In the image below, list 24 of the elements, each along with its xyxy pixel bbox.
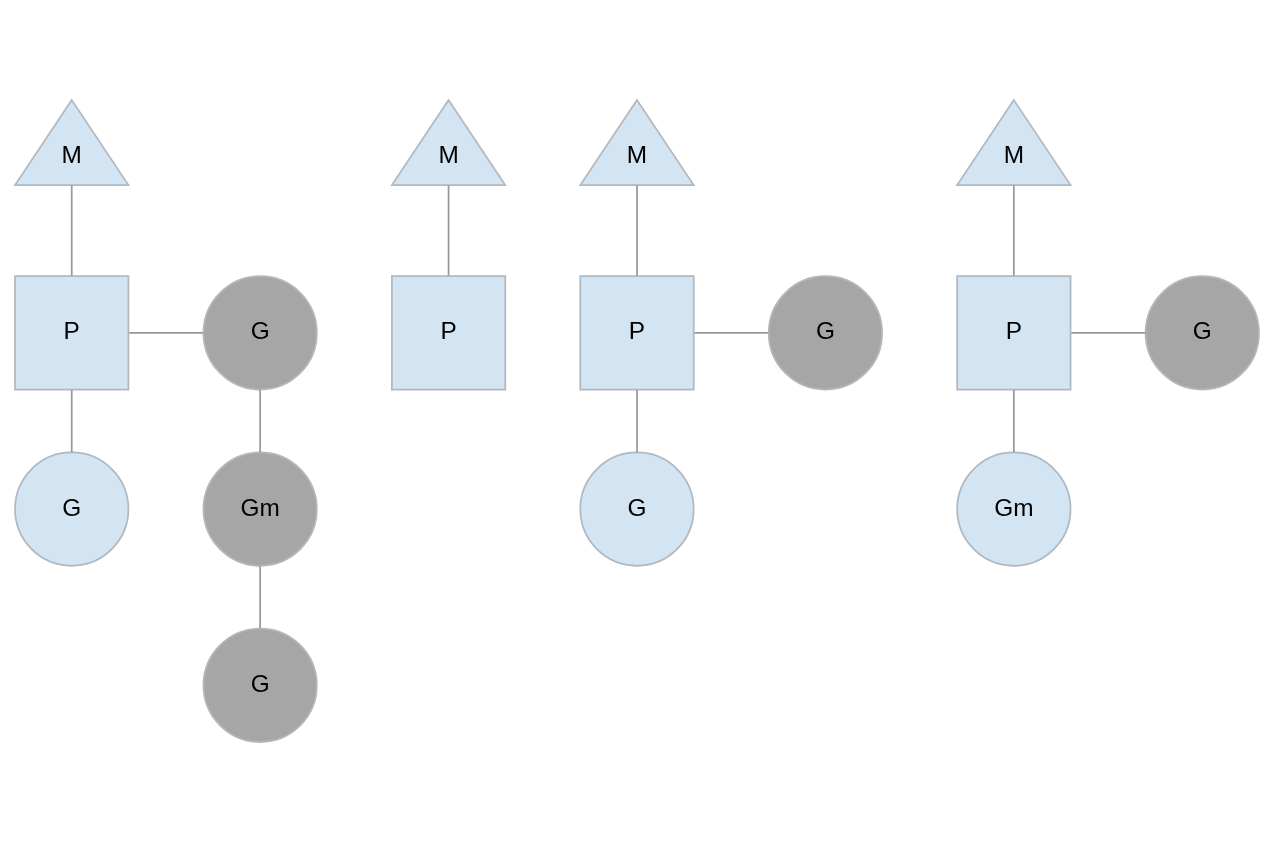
- connector: [1013, 184, 1015, 277]
- node-box: P: [579, 275, 695, 391]
- node-circle: Gm: [202, 451, 318, 567]
- connector: [1013, 388, 1015, 454]
- node-box: P: [14, 275, 130, 391]
- node-circle: G: [1144, 275, 1260, 391]
- node-circle: G: [767, 275, 883, 391]
- connector: [1070, 332, 1147, 334]
- connector: [259, 565, 261, 630]
- connector: [447, 184, 450, 277]
- connector: [636, 388, 638, 454]
- node-circle: G: [14, 451, 130, 567]
- connector: [70, 388, 73, 454]
- connector: [70, 184, 73, 277]
- connector: [636, 184, 638, 277]
- connector: [128, 332, 205, 334]
- node-circle: G: [202, 627, 318, 743]
- node-box: P: [391, 275, 507, 391]
- node-circle: G: [202, 275, 318, 391]
- node-circle: G: [579, 451, 695, 567]
- node-box: P: [956, 275, 1072, 391]
- node-circle: Gm: [956, 451, 1072, 567]
- connector: [259, 388, 261, 454]
- connector: [693, 332, 770, 334]
